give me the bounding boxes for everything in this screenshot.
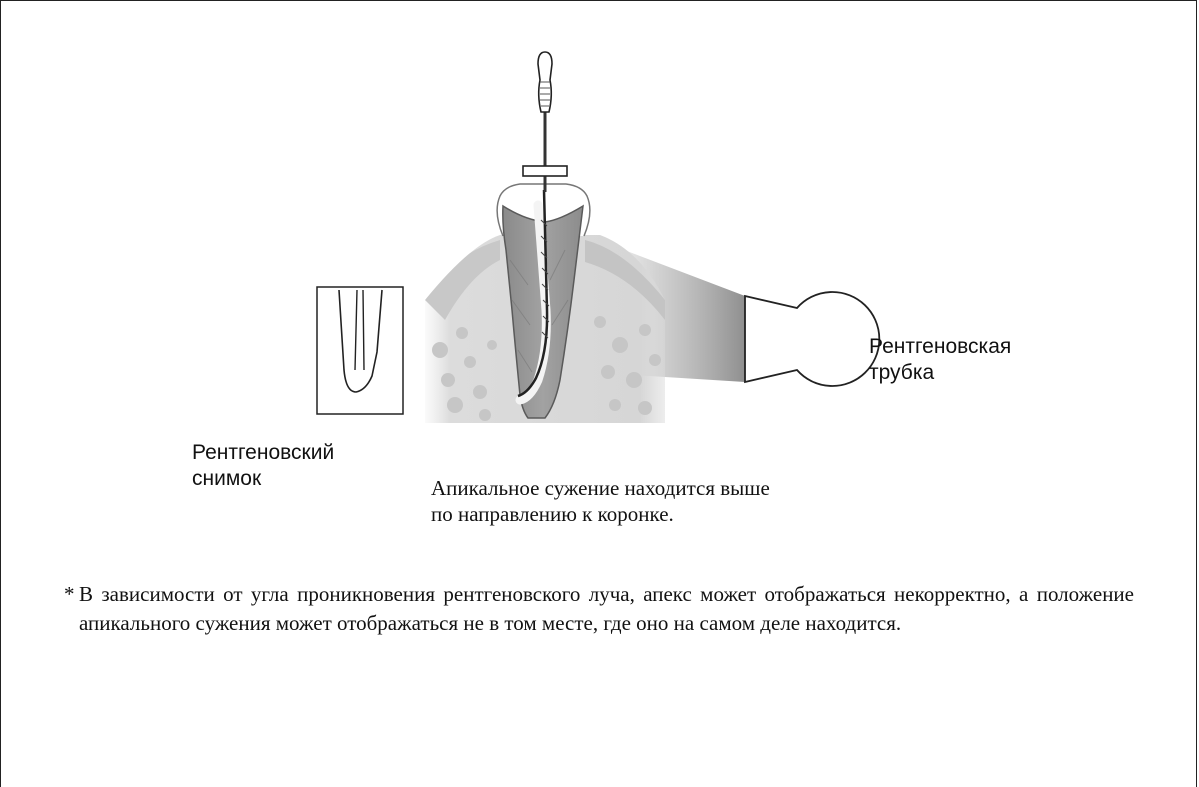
xray-tube-label-line1: Рентгеновская xyxy=(869,334,1011,360)
xray-tube-label: Рентгеновская трубка xyxy=(869,334,1011,386)
footnote: * В зависимости от угла проникновения ре… xyxy=(64,580,1134,638)
footnote-text: В зависимости от угла проникновения рент… xyxy=(64,580,1134,638)
caption-line1: Апикальное сужение находится выше xyxy=(431,475,891,501)
xray-image-label-line2: снимок xyxy=(192,466,334,492)
xray-image-icon xyxy=(317,287,403,414)
xray-image-label-line1: Рентгеновский xyxy=(192,440,334,466)
xray-tube-icon xyxy=(745,292,879,386)
xray-tube-label-line2: трубка xyxy=(869,360,1011,386)
apical-constriction-caption: Апикальное сужение находится выше по нап… xyxy=(431,475,891,527)
footnote-marker: * xyxy=(64,580,75,609)
xray-image-label: Рентгеновский снимок xyxy=(192,440,334,492)
endodontic-file-icon xyxy=(523,52,567,192)
caption-line2: по направлению к коронке. xyxy=(431,501,891,527)
